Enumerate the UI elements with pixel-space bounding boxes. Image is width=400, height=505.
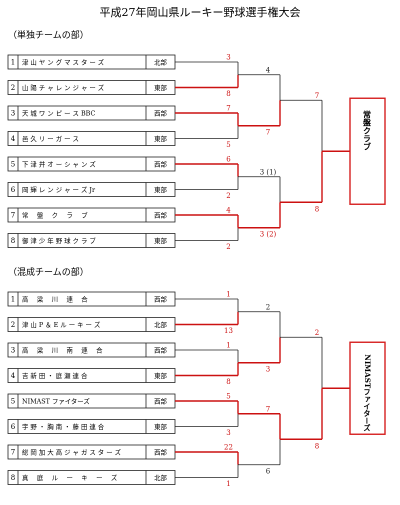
- team-name: 常 盤 ク ラ ブ: [22, 210, 88, 219]
- team-number: 5: [11, 398, 15, 406]
- score: 3: [226, 54, 230, 62]
- team-number: 7: [11, 212, 15, 220]
- team-number: 7: [11, 449, 15, 457]
- score: 1: [226, 291, 230, 299]
- team-number: 2: [11, 84, 15, 92]
- section-label: （単独チームの部）: [8, 29, 89, 41]
- team-number: 3: [11, 110, 15, 118]
- team-name: 岡 輝 レ ン ジ ャ ー ズ Jr: [22, 185, 96, 194]
- score: 13: [224, 327, 233, 335]
- score: 2: [226, 192, 230, 200]
- score: 8: [315, 205, 319, 213]
- score: 3: [266, 365, 270, 373]
- page-title: 平成27年岡山県ルーキー野球選手権大会: [100, 5, 301, 19]
- team-region: 西部: [154, 210, 167, 219]
- team-region: 東部: [154, 371, 167, 380]
- score: 8: [226, 378, 230, 386]
- team-region: 西部: [154, 108, 167, 117]
- team-number: 5: [11, 161, 15, 169]
- team-region: 北部: [154, 320, 167, 329]
- team-name: 山 陽 チ ャ レ ン ジ ャ ー ズ: [22, 83, 105, 92]
- team-region: 西部: [154, 447, 167, 456]
- team-number: 6: [11, 186, 16, 194]
- team-name: 御 津 少 年 野 球 ク ラ ブ: [22, 236, 96, 245]
- team-name: 総 岡 加 大 高 ジ ャ ガ ス タ ー ズ: [22, 447, 122, 456]
- team-region: 東部: [154, 236, 167, 245]
- score: 1: [226, 480, 230, 488]
- score: 6: [226, 156, 231, 164]
- team-region: 西部: [154, 294, 167, 303]
- team-name: 津 山 P ＆ E ル ー キ ー ズ: [22, 320, 101, 329]
- team-number: 3: [11, 347, 15, 355]
- team-region: 北部: [154, 57, 167, 66]
- team-number: 4: [11, 135, 16, 143]
- score: 4: [226, 207, 231, 215]
- team-name: 真 庭 ル ー キ ー ズ: [22, 473, 118, 482]
- champion-name: NIMASTファイターズ: [363, 354, 372, 432]
- team-region: 東部: [154, 185, 167, 194]
- team-region: 西部: [154, 345, 167, 354]
- team-number: 8: [11, 237, 15, 245]
- champion-box: [349, 97, 386, 205]
- score: 8: [315, 442, 319, 450]
- team-region: 東部: [154, 83, 167, 92]
- team-name: 邑 久 リ ー ガ ー ス: [22, 134, 79, 143]
- champion-box: [349, 341, 386, 435]
- score: 22: [224, 444, 233, 452]
- team-number: 1: [11, 59, 15, 67]
- team-region: 北部: [154, 473, 167, 482]
- team-name: 高 梁 川 南 連 合: [22, 345, 103, 354]
- score: 4: [266, 66, 271, 74]
- team-name: 下 津 井 オ ー シ ャ ン ズ: [22, 159, 96, 168]
- team-number: 4: [11, 372, 16, 380]
- score: 5: [226, 141, 230, 149]
- team-name: 宇 野 ・ 胸 南 ・ 藤 田 連 合: [22, 422, 105, 431]
- team-region: 西部: [154, 159, 167, 168]
- score: 3 (1): [260, 168, 277, 176]
- team-name: 高 梁 川 連 合: [22, 294, 88, 303]
- section-label: （混成チームの部）: [8, 266, 89, 278]
- score: 7: [315, 92, 319, 100]
- team-region: 東部: [154, 134, 167, 143]
- score: 7: [266, 405, 270, 413]
- score: 2: [315, 329, 319, 337]
- team-number: 8: [11, 474, 15, 482]
- score: 3: [226, 429, 230, 437]
- team-region: 西部: [154, 396, 167, 405]
- team-name: NIMAST ファイターズ: [22, 396, 90, 405]
- team-region: 東部: [154, 422, 167, 431]
- score: 2: [266, 303, 270, 311]
- team-name: 天 城 ワ ン ピ ー ス BBC: [22, 109, 95, 117]
- score: 5: [226, 393, 230, 401]
- champion-name: 常盤クラブ: [362, 109, 373, 150]
- score: 7: [266, 128, 270, 136]
- score: 2: [226, 243, 230, 251]
- score: 7: [226, 105, 230, 113]
- score: 8: [226, 90, 230, 98]
- team-number: 6: [11, 423, 16, 431]
- team-number: 1: [11, 296, 15, 304]
- team-name: 津 山 ヤ ン グ マ ス タ ー ズ: [22, 57, 105, 66]
- score: 1: [226, 342, 230, 350]
- team-number: 2: [11, 321, 15, 329]
- score: 3 (2): [260, 230, 277, 238]
- score: 6: [266, 467, 271, 475]
- team-name: 吉 新 田 ・ 庭 瀬 連 合: [22, 371, 88, 380]
